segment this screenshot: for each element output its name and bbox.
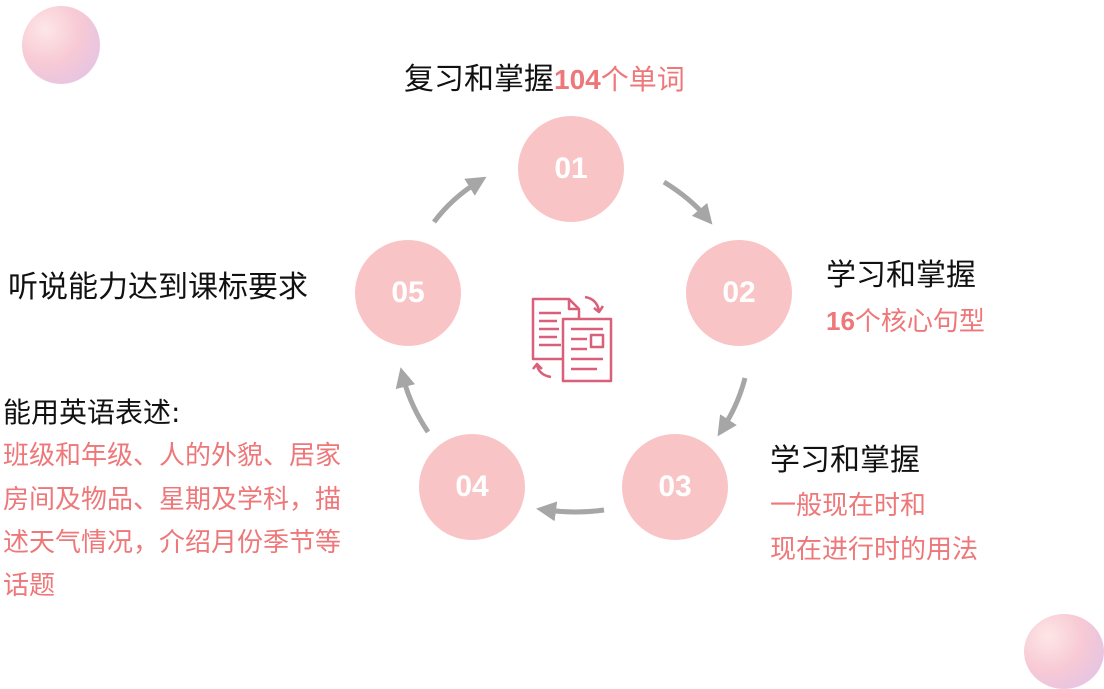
step-circle-03: 03 [622,434,728,540]
arrow-04-to-05 [395,367,431,434]
document-transfer-icon [531,295,613,383]
step-label-02-title: 学习和掌握 [826,258,976,293]
decor-circle-top-left [22,6,100,84]
step-02-number: 16 [826,306,855,336]
step-label-03-line1: 一般现在时和 [770,491,927,521]
step-circle-05: 05 [355,240,461,346]
step-01-suffix: 个单词 [600,63,685,96]
step-label-05: 听说能力达到课标要求 [8,270,308,305]
step-circle-04: 04 [419,434,525,540]
step-label-04-title: 能用英语表述: [3,396,181,429]
step-label-02-detail: 16个核心句型 [826,299,985,344]
step-circle-02: 02 [686,240,792,346]
step-label-01: 复习和掌握104个单词 [404,60,685,100]
step-01-number: 104 [554,64,601,95]
arrow-05-to-01 [432,176,487,224]
step-label-04-line1: 班级和年级、人的外貌、居家 [3,441,342,471]
step-label-04-line2: 房间及物品、星期及学科，描 [3,485,342,515]
step-label-04-line3: 述天气情况，介绍月份季节等 [3,528,342,558]
step-label-03-line2: 现在进行时的用法 [770,535,979,565]
step-label-03-title: 学习和掌握 [770,443,920,478]
step-02-suffix: 个核心句型 [854,307,985,337]
step-01-prefix: 复习和掌握 [404,62,554,97]
arrow-01-to-02 [662,179,713,225]
step-circle-01: 01 [518,116,624,222]
arrow-03-to-04 [536,501,605,522]
decor-circle-bottom-right [1024,614,1104,689]
arrow-02-to-03 [717,377,748,437]
step-label-04-line4: 话题 [3,571,56,601]
